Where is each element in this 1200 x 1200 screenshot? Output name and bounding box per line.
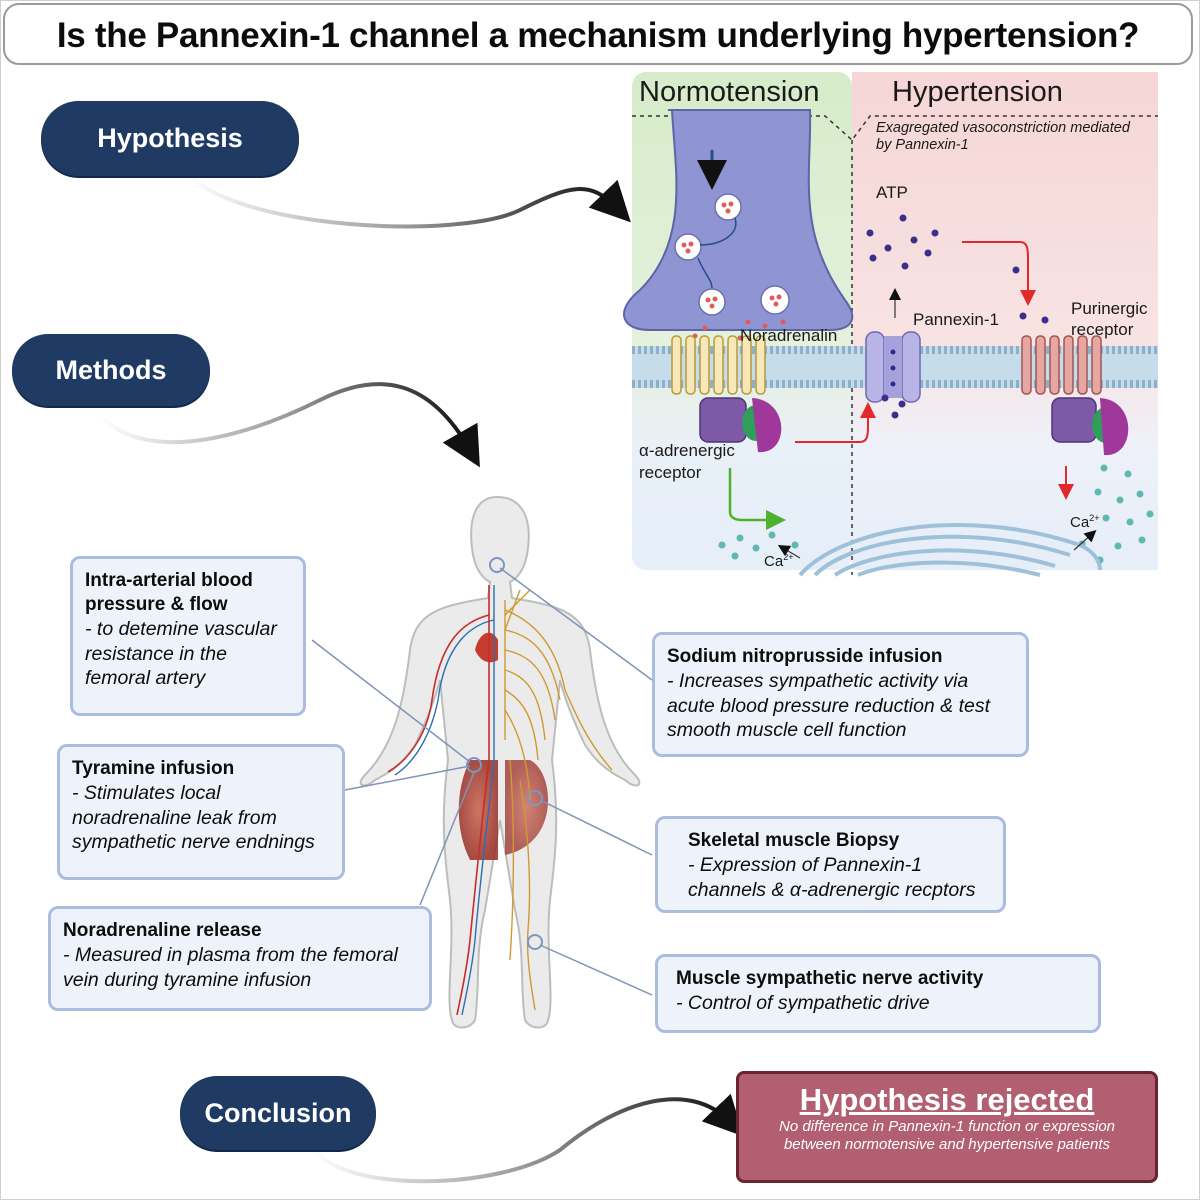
signal-to-pannexin-arrow [795,402,876,443]
pannexin-channel [865,331,921,403]
mechanism-panel [623,72,1158,577]
g-protein-left [699,397,782,453]
purinergic-label: Purinergic receptor [1071,299,1148,339]
method-noradrenaline-title: Noradrenaline release [63,920,262,941]
method-msna: Muscle sympathetic nerve activity - Cont… [655,954,1101,1033]
conclusion-box: Hypothesis rejected No difference in Pan… [736,1071,1158,1183]
g-protein-right [1051,397,1129,456]
method-sodium-desc: - Increases sympathetic activity via acu… [667,670,991,741]
method-sodium-title: Sodium nitroprusside infusion [667,646,943,667]
human-body [359,495,641,1029]
green-signal-arrow [728,468,786,530]
conclusion-title: Hypothesis rejected [799,1082,1095,1117]
nerve-terminal [623,109,854,331]
method-msna-title: Muscle sympathetic nerve activity [676,968,984,989]
atp-label: ATP [876,183,908,202]
title-box: Is the Pannexin-1 channel a mechanism un… [3,3,1193,65]
vesicle-noradrenalin [681,201,786,341]
method-tyramine-title: Tyramine infusion [72,758,235,779]
conclusion-desc: No difference in Pannexin-1 function or … [778,1118,1116,1153]
purinergic-receptor [1021,335,1102,395]
noradrenalin-label: Noradrenalin [740,326,838,345]
method-noradrenaline: Noradrenaline release - Measured in plas… [48,906,432,1011]
method-intra-arterial: Intra-arterial blood pressure & flow - t… [70,556,306,716]
hypertension-panel-bg [852,72,1158,570]
sarcoplasmic-reticulum [798,523,1102,577]
hypertension-note: Exagregated vasoconstriction mediated by… [876,120,1130,153]
atp-to-receptor-arrow [962,241,1036,306]
normotension-label: Normotension [639,76,820,108]
method-biopsy: Skeletal muscle Biopsy - Expression of P… [655,816,1006,913]
section-arrows [98,168,744,1184]
method-intra-desc: - to detemine vascular resistance in the… [85,618,277,689]
method-noradrenaline-desc: - Measured in plasma from the femoral ve… [63,944,398,991]
method-biopsy-desc: - Expression of Pannexin-1 channels & α-… [688,854,976,901]
calcium-right-text: Ca [1070,514,1090,531]
calcium-left-sup: 2+ [783,552,794,562]
atp-molecules [866,214,1049,419]
calcium-right-sup: 2+ [1089,513,1100,523]
calcium-left-label: Ca2+ [764,552,793,570]
alpha-receptor [671,335,766,395]
calcium-right-label: Ca2+ [1070,513,1099,531]
pannexin-label: Pannexin-1 [913,310,1000,329]
method-tyramine-desc: - Stimulates local noradrenaline leak fr… [72,782,315,853]
method-biopsy-title: Skeletal muscle Biopsy [688,830,900,851]
hypothesis-label: Hypothesis [97,123,243,153]
conclusion-label: Conclusion [204,1098,352,1128]
methods-pill: Methods [12,334,210,406]
calcium-left-text: Ca [764,553,784,570]
method-intra-title: Intra-arterial blood pressure & flow [85,570,253,615]
connector-lines [311,567,653,996]
method-msna-desc: - Control of sympathetic drive [676,992,930,1014]
hypertension-label: Hypertension [892,76,1063,108]
page-title: Is the Pannexin-1 channel a mechanism un… [56,16,1140,55]
methods-label: Methods [55,355,167,385]
method-sodium-nitroprusside: Sodium nitroprusside infusion - Increase… [652,632,1029,757]
hypothesis-pill: Hypothesis [41,101,299,176]
conclusion-pill: Conclusion [180,1076,376,1150]
alpha-receptor-label: α-adrenergic receptor [639,441,735,482]
vesicles [674,193,790,316]
method-tyramine: Tyramine infusion - Stimulates local nor… [57,744,345,880]
calcium-ions [718,464,1154,564]
